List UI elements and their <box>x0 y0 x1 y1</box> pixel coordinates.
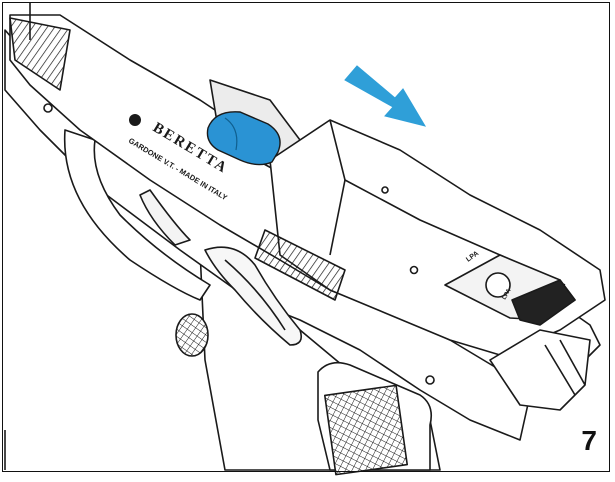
rear-sight-blade <box>511 279 576 326</box>
step-number: 7 <box>581 425 597 456</box>
front-serrations <box>254 229 346 301</box>
brand-logo <box>129 114 141 126</box>
trigger-guard <box>63 129 211 301</box>
takedown-button <box>175 313 209 357</box>
sight-screw <box>485 272 511 298</box>
trigger <box>139 189 191 246</box>
locking-block-icon <box>206 111 281 166</box>
sight-label-secondary: LPA <box>502 287 513 301</box>
frame-and-slide-drawing <box>4 2 606 476</box>
grip-checkering <box>323 384 409 476</box>
rear-serrations <box>9 17 71 91</box>
takedown-lever <box>204 246 303 346</box>
direction-arrow-icon <box>344 65 427 127</box>
figure-border <box>2 2 610 472</box>
